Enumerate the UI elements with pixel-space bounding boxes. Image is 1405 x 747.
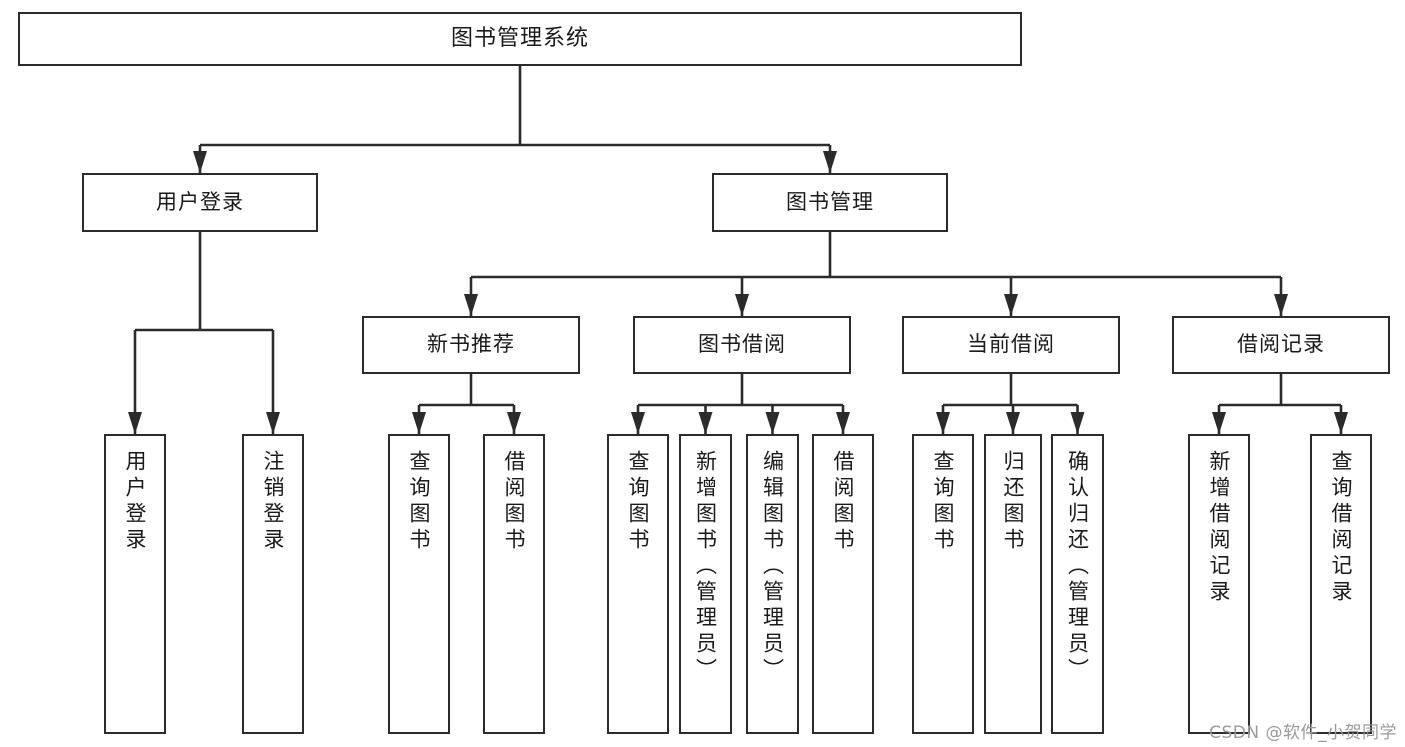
node-label: 编辑图书（管理员） — [760, 450, 785, 684]
node-leaf-creturn[interactable]: 归还图书 — [984, 434, 1042, 734]
arrowhead-leaf-bborrow — [836, 412, 850, 434]
arrowhead-leaf-login — [128, 412, 142, 434]
node-label: 查询图书 — [626, 450, 651, 554]
node-leaf-login[interactable]: 用户登录 — [104, 434, 166, 734]
node-leaf-nb-query[interactable]: 查询图书 — [388, 434, 450, 734]
node-login[interactable]: 用户登录 — [82, 173, 318, 232]
node-label: 借阅记录 — [1237, 332, 1325, 357]
arrowhead-leaf-logout — [266, 412, 280, 434]
node-leaf-cconfirm[interactable]: 确认归还（管理员） — [1051, 434, 1104, 734]
node-label: 新增图书（管理员） — [693, 450, 718, 684]
node-records[interactable]: 借阅记录 — [1172, 316, 1390, 374]
arrowhead-records — [1274, 294, 1288, 316]
node-leaf-logout[interactable]: 注销登录 — [242, 434, 304, 734]
node-label: 借阅图书 — [502, 450, 527, 554]
node-label: 当前借阅 — [967, 332, 1055, 357]
node-leaf-radd[interactable]: 新增借阅记录 — [1188, 434, 1250, 734]
arrowhead-leaf-badd — [698, 412, 713, 434]
node-label: 新增借阅记录 — [1207, 450, 1232, 606]
node-leaf-nb-borrow[interactable]: 借阅图书 — [483, 434, 545, 734]
node-bookmgmt[interactable]: 图书管理 — [712, 173, 948, 232]
node-label: 确认归还（管理员） — [1065, 450, 1090, 684]
arrowhead-leaf-bq — [631, 412, 645, 434]
node-leaf-badd[interactable]: 新增图书（管理员） — [679, 434, 732, 734]
node-current[interactable]: 当前借阅 — [902, 316, 1120, 374]
node-label: 查询图书 — [931, 450, 956, 554]
arrowhead-bookmgmt — [823, 151, 837, 173]
arrowhead-login — [193, 151, 207, 173]
node-label: 用户登录 — [156, 189, 244, 214]
arrowhead-borrow — [735, 294, 749, 316]
node-leaf-cq[interactable]: 查询图书 — [912, 434, 974, 734]
arrowhead-leaf-radd — [1212, 412, 1226, 434]
node-label: 图书借阅 — [698, 332, 786, 357]
node-label: 查询借阅记录 — [1329, 450, 1354, 606]
node-label: 新书推荐 — [427, 332, 515, 357]
node-label: 注销登录 — [261, 450, 286, 554]
node-label: 查询图书 — [407, 450, 432, 554]
node-leaf-bborrow[interactable]: 借阅图书 — [812, 434, 874, 734]
arrowhead-leaf-cq — [936, 412, 950, 434]
node-borrow[interactable]: 图书借阅 — [633, 316, 851, 374]
arrowhead-leaf-bedit — [765, 412, 780, 434]
node-label: 图书管理 — [786, 189, 874, 214]
arrowhead-leaf-nb-borrow — [507, 412, 521, 434]
arrowhead-newbook — [464, 294, 478, 316]
arrowhead-current — [1004, 294, 1018, 316]
node-label: 归还图书 — [1001, 450, 1026, 554]
arrowhead-leaf-cconfirm — [1070, 412, 1085, 434]
node-leaf-bedit[interactable]: 编辑图书（管理员） — [746, 434, 799, 734]
node-label: 借阅图书 — [831, 450, 856, 554]
arrowhead-leaf-rquery — [1334, 412, 1348, 434]
node-root[interactable]: 图书管理系统 — [18, 12, 1022, 66]
node-label: 图书管理系统 — [450, 25, 589, 51]
node-label: 用户登录 — [123, 450, 148, 554]
node-newbook[interactable]: 新书推荐 — [362, 316, 580, 374]
arrowhead-leaf-nb-query — [412, 412, 426, 434]
node-leaf-rquery[interactable]: 查询借阅记录 — [1310, 434, 1372, 734]
node-leaf-bq[interactable]: 查询图书 — [607, 434, 669, 734]
arrowhead-leaf-creturn — [1006, 412, 1020, 434]
watermark: CSDN @软件_小贺同学 — [1209, 723, 1397, 743]
